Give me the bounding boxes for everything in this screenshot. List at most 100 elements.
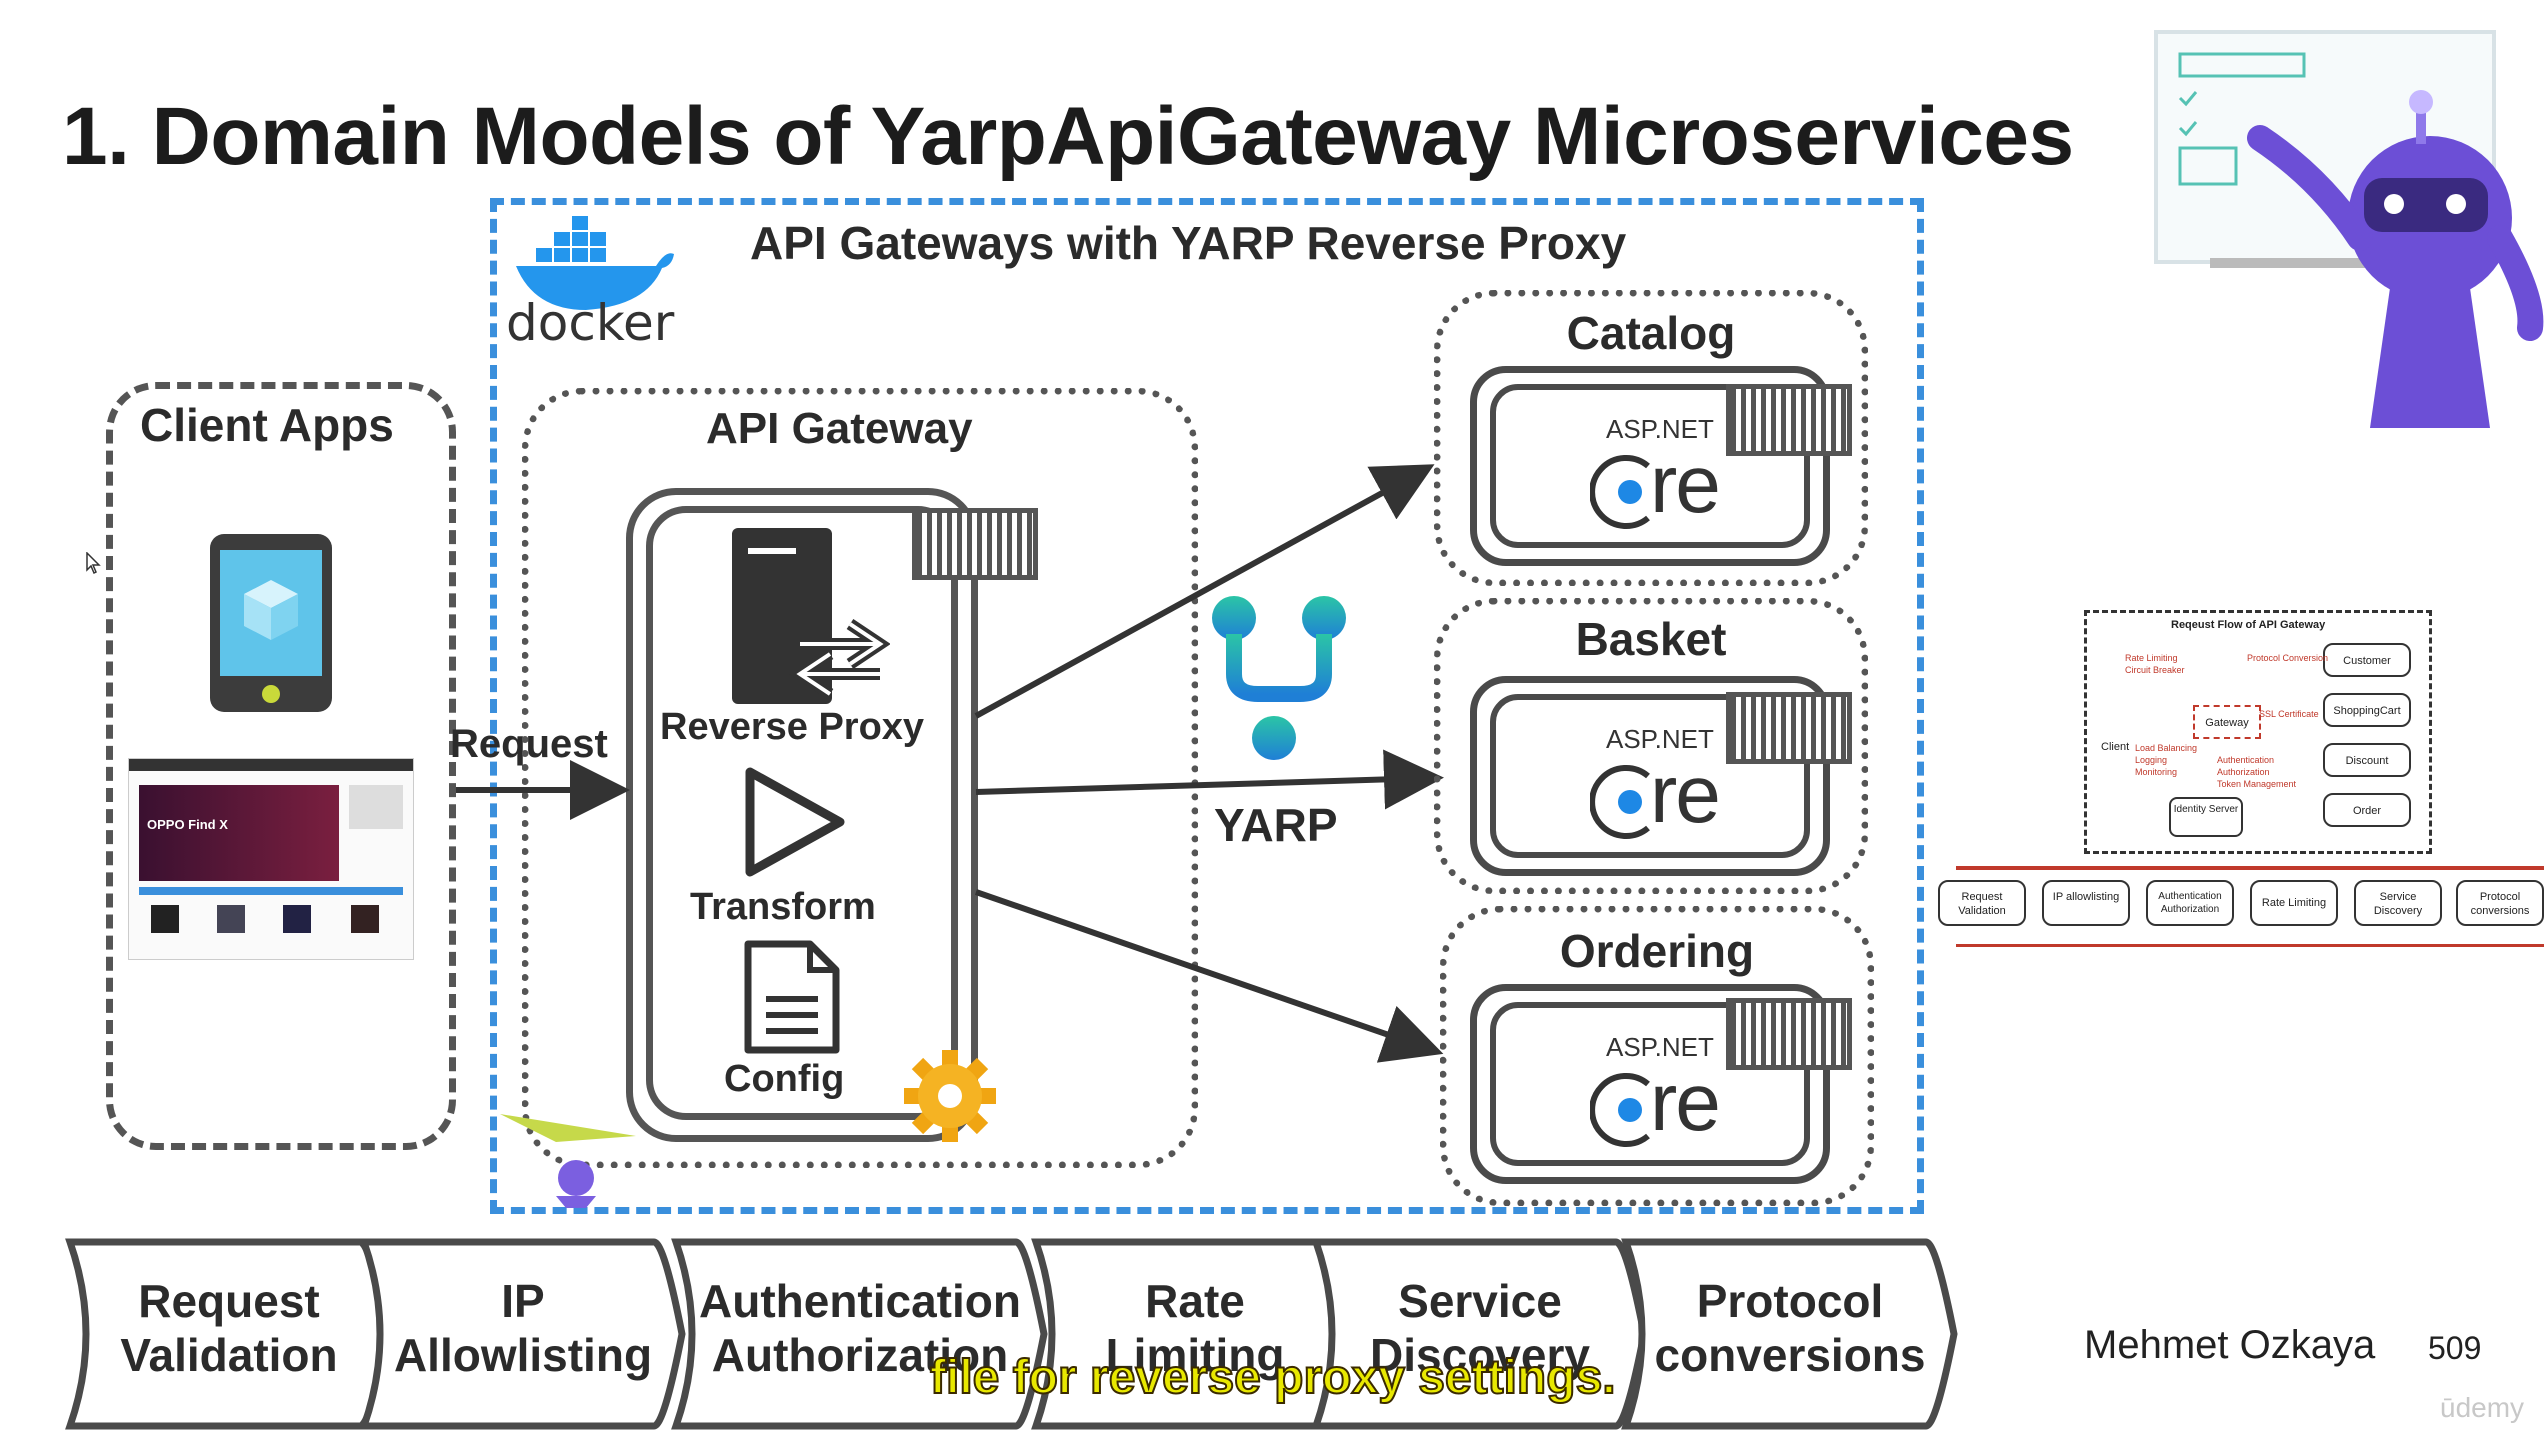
author-name: Mehmet Ozkaya — [2084, 1323, 2376, 1367]
client-apps-box — [106, 382, 456, 1150]
web-app-brand: OPPO Find X — [147, 817, 228, 832]
mascot-kite-icon — [496, 1106, 646, 1210]
docker-boundary — [490, 198, 1924, 1214]
chevron-shape — [1621, 1238, 1958, 1430]
mini-note: Logging — [2135, 755, 2168, 765]
catalog-grill — [1726, 384, 1852, 456]
gateway-grill — [912, 508, 1038, 580]
ordering-title: Ordering — [1559, 925, 1755, 977]
play-icon — [740, 764, 850, 880]
mini-title: Reqeust Flow of API Gateway — [2171, 619, 2326, 631]
gear-icon — [904, 1040, 996, 1152]
smartphone-icon — [208, 532, 334, 714]
slide-title: 1. Domain Models of YarpApiGateway Micro… — [62, 91, 2074, 182]
mini-strip-top-line — [1956, 866, 2544, 870]
pipeline-step-line1: IP — [501, 1275, 545, 1327]
basket-title: Basket — [1575, 613, 1727, 665]
basket-box — [1434, 598, 1868, 894]
mini-strip-step: Rate Limiting — [2250, 880, 2338, 926]
pipeline-step-line1: Rate — [1145, 1275, 1245, 1327]
pipeline-step-line1: Authentication — [699, 1275, 1021, 1327]
mini-strip-step: Request Validation — [1938, 880, 2026, 926]
mini-note: Token Management — [2217, 779, 2297, 789]
catalog-core-word: re — [1650, 439, 1721, 530]
ordering-asp-label: ASP.NET — [1606, 1032, 1714, 1062]
api-gateway-title: API Gateway — [706, 404, 973, 453]
mini-note: Authentication — [2217, 755, 2275, 765]
mini-note: Protocol Conversion — [2247, 653, 2329, 663]
chevron-shape — [671, 1238, 1048, 1430]
mini-note: Authorization — [2217, 767, 2270, 777]
mouse-cursor-icon — [86, 551, 102, 576]
mini-strip-step: Service Discovery — [2354, 880, 2442, 926]
mini-identity: Identity Server — [2173, 804, 2239, 815]
mini-pipeline-strip: Request Validation IP allowlisting Authe… — [1938, 880, 2544, 930]
document-icon — [742, 938, 842, 1056]
api-gateway-box — [522, 388, 1198, 1168]
mini-note: Load Balancing — [2135, 743, 2198, 753]
catalog-asp-label: ASP.NET — [1606, 414, 1714, 444]
mascot-whiteboard-illustration — [2150, 28, 2544, 438]
chevron-shape — [1311, 1238, 1648, 1430]
mini-note: Monitoring — [2135, 767, 2178, 777]
pipeline-step-line2: Allowlisting — [393, 1329, 653, 1381]
pipeline-step-line1: Protocol — [1696, 1275, 1884, 1327]
mini-strip-step: IP allowlisting — [2042, 880, 2130, 926]
ordering-arrow — [975, 889, 1444, 1063]
core-logo-icon — [1589, 452, 1660, 532]
docker-heading: API Gateways with YARP Reverse Proxy — [750, 217, 1627, 269]
core-logo-icon — [1589, 1070, 1660, 1150]
docker-wordmark: docker — [506, 294, 675, 352]
mini-strip-bottom-line — [1956, 944, 2544, 947]
web-app-preview: OPPO Find X — [128, 758, 414, 960]
udemy-watermark: ūdemy — [2440, 1392, 2525, 1423]
ordering-box — [1440, 906, 1874, 1206]
basket-grill — [1726, 692, 1852, 764]
mini-client: Client — [2101, 741, 2130, 753]
catalog-title: Catalog — [1566, 307, 1736, 359]
ordering-core-word: re — [1650, 1057, 1721, 1148]
gateway-container-inner — [646, 506, 958, 1120]
yarp-label: YARP — [1214, 799, 1338, 851]
basket-core-word: re — [1650, 749, 1721, 840]
core-logo-icon — [1589, 762, 1660, 842]
mini-service: Order — [2352, 805, 2382, 817]
pipeline-step-line2: conversions — [1654, 1329, 1926, 1381]
pipeline-step-line2: Discovery — [1370, 1329, 1590, 1381]
mini-note: Circuit Breaker — [2125, 665, 2185, 675]
mini-gateway: Gateway — [2205, 717, 2249, 729]
config-label: Config — [724, 1058, 845, 1100]
pipeline-step-line1: Request — [138, 1275, 320, 1327]
video-caption: file for reverse proxy settings. — [929, 1350, 1617, 1405]
mini-strip-step: Authentication Authorization — [2146, 880, 2234, 926]
catalog-arrow — [974, 464, 1435, 719]
mini-service: Discount — [2345, 755, 2389, 767]
yarp-logo-icon — [1204, 590, 1356, 762]
mini-note: SSL Certificate — [2259, 709, 2319, 719]
basket-asp-label: ASP.NET — [1606, 724, 1714, 754]
mini-service: Customer — [2343, 655, 2391, 667]
pipeline-step-line2: Authorization — [711, 1329, 1009, 1381]
page-number: 509 — [2428, 1330, 2482, 1366]
ordering-grill — [1726, 998, 1852, 1070]
chevron-shape — [359, 1238, 686, 1430]
request-flow-thumbnail: Reqeust Flow of API Gateway Client Gatew… — [2084, 610, 2432, 854]
mini-note: Rate Limiting — [2125, 653, 2178, 663]
mini-service: ShoppingCart — [2333, 705, 2401, 717]
transform-label: Transform — [690, 886, 876, 928]
mini-strip-step: Protocol conversions — [2456, 880, 2544, 926]
pipeline-step-line2: Validation — [120, 1329, 338, 1381]
pipeline-step-line1: Service — [1398, 1275, 1562, 1327]
server-icon — [730, 526, 891, 706]
docker-logo: docker — [506, 210, 676, 352]
client-apps-title: Client Apps — [140, 399, 394, 451]
basket-arrow — [975, 749, 1444, 810]
catalog-box — [1434, 290, 1868, 586]
reverse-proxy-label: Reverse Proxy — [660, 706, 925, 748]
